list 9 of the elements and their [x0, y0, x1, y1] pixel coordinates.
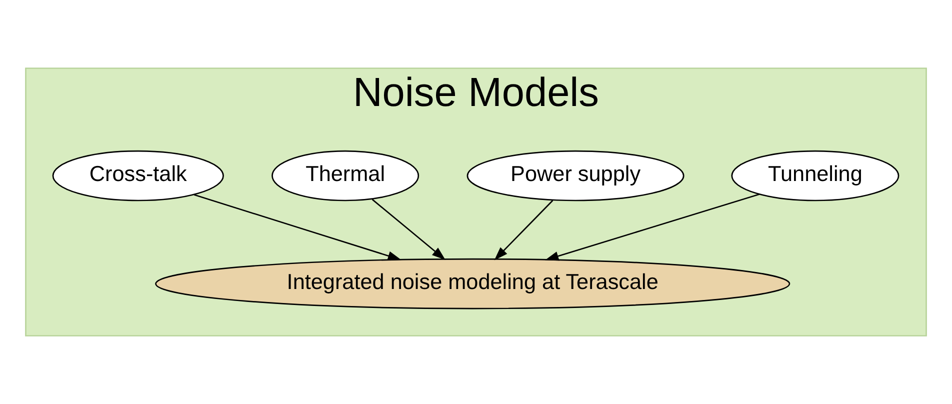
node-ellipse: Cross-talk — [52, 150, 224, 202]
node-ellipse: Thermal — [272, 150, 420, 202]
node-ellipse: Power supply — [466, 150, 684, 202]
arrow — [494, 200, 554, 260]
node-ellipse: Integrated noise modeling at Terascale — [155, 258, 790, 310]
node-ellipse: Tunneling — [731, 150, 900, 202]
arrow — [194, 194, 402, 260]
arrow — [545, 194, 760, 261]
arrow — [372, 198, 446, 260]
